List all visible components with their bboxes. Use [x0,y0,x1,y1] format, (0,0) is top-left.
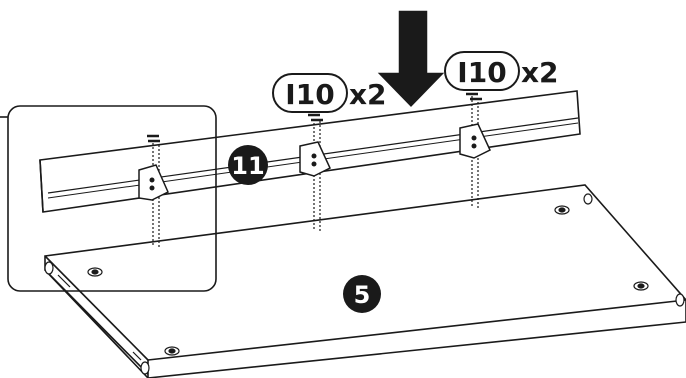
callout-right-qty: x2 [521,56,559,89]
callout-left-qty: x2 [349,78,387,111]
panel-badge-board: 5 [343,275,381,313]
dowel-icon [44,193,685,375]
panel-badge-rail: 11 [228,145,268,185]
part-callout-left: I10 x2 [272,73,387,113]
callout-right-part: I10 [457,56,506,89]
detail-frame [7,105,217,292]
hole-icon [87,205,649,356]
part-callout-right: I10 x2 [444,51,559,91]
down-arrow-icon [374,9,448,110]
panel-number-board: 5 [354,281,371,309]
panel-number-rail: 11 [231,152,264,180]
callout-left-part: I10 [285,78,334,111]
bracket-icon [138,123,491,201]
